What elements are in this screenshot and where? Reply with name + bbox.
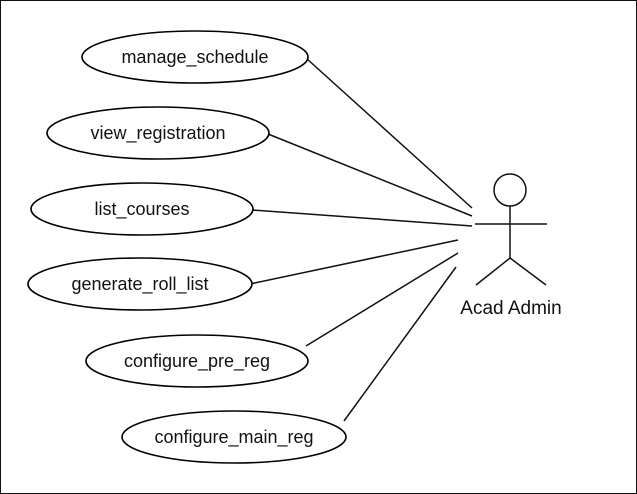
association-generate-roll-list [249, 239, 459, 285]
use-case-label: configure_main_reg [154, 427, 313, 448]
use-case-configure-main-reg: configure_main_reg [121, 410, 347, 464]
association-manage-schedule [305, 57, 473, 209]
associations [249, 57, 473, 422]
use-case-label: list_courses [94, 199, 189, 220]
use-case-label: generate_roll_list [71, 274, 208, 295]
association-list-courses [252, 209, 473, 227]
actor-acad-admin: Acad Admin [460, 173, 562, 319]
use-case-label: configure_pre_reg [124, 351, 270, 372]
association-configure-pre-reg [305, 252, 459, 347]
association-configure-main-reg [343, 266, 457, 422]
use-case-configure-pre-reg: configure_pre_reg [85, 334, 309, 388]
stick-figure-icon [475, 173, 547, 286]
use-case-view-registration: view_registration [46, 106, 270, 160]
association-view-registration [267, 133, 473, 217]
actor-label: Acad Admin [460, 298, 561, 319]
use-case-list-courses: list_courses [30, 182, 254, 236]
use-case-generate-roll-list: generate_roll_list [27, 257, 253, 311]
use-case-label: manage_schedule [121, 47, 268, 68]
use-case-label: view_registration [90, 123, 225, 144]
use-case-manage-schedule: manage_schedule [81, 30, 309, 84]
